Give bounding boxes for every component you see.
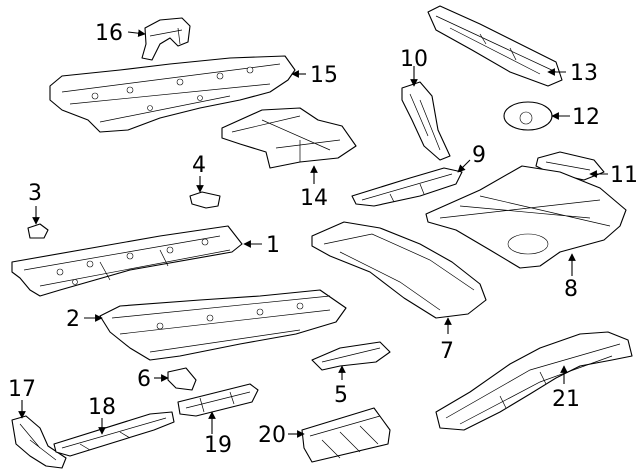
part-1-front-floor[interactable] [11,225,243,297]
callout-21[interactable]: 21 [552,387,580,412]
part-17-bracket[interactable] [11,415,67,469]
leader-16 [127,29,146,38]
callout-15[interactable]: 15 [310,63,338,88]
callout-12[interactable]: 12 [572,105,600,130]
callout-16[interactable]: 16 [95,21,123,46]
callout-3[interactable]: 3 [28,181,42,206]
part-20-brace[interactable] [301,407,391,463]
part-2-center-floor[interactable] [99,289,347,361]
part-12-plate[interactable] [503,101,553,131]
callout-7[interactable]: 7 [440,339,454,364]
part-7-side-member[interactable] [311,221,487,319]
callout-19[interactable]: 19 [204,433,232,458]
part-15-floor-pan-upper[interactable] [49,55,296,133]
part-21-rear-rail[interactable] [435,331,633,431]
callout-2[interactable]: 2 [66,307,80,332]
part-6-bracket[interactable] [167,367,197,391]
callout-6[interactable]: 6 [137,367,151,392]
callout-17[interactable]: 17 [8,377,36,402]
callout-18[interactable]: 18 [88,395,116,420]
callout-1[interactable]: 1 [266,233,280,258]
callout-4[interactable]: 4 [192,153,206,178]
part-18-rail[interactable] [53,411,175,457]
callout-8[interactable]: 8 [564,277,578,302]
callout-10[interactable]: 10 [400,47,428,72]
part-3-clip[interactable] [27,223,49,239]
callout-5[interactable]: 5 [334,383,348,408]
part-4-bracket[interactable] [189,191,221,209]
callout-20[interactable]: 20 [258,423,286,448]
part-13-upper-rail[interactable] [427,5,563,87]
callout-14[interactable]: 14 [300,186,328,211]
callout-13[interactable]: 13 [570,61,598,86]
part-8-rear-floor[interactable] [425,165,627,269]
part-10-bracket[interactable] [401,81,451,161]
callout-11[interactable]: 11 [610,163,638,188]
part-5-bracket[interactable] [311,341,391,371]
callout-9[interactable]: 9 [472,143,486,168]
part-14-cross-member[interactable] [221,107,357,169]
part-19-reinforcement[interactable] [177,383,259,417]
part-16-bracket[interactable] [141,17,191,61]
leader-9 [457,159,471,173]
part-9-rail[interactable] [351,167,463,207]
